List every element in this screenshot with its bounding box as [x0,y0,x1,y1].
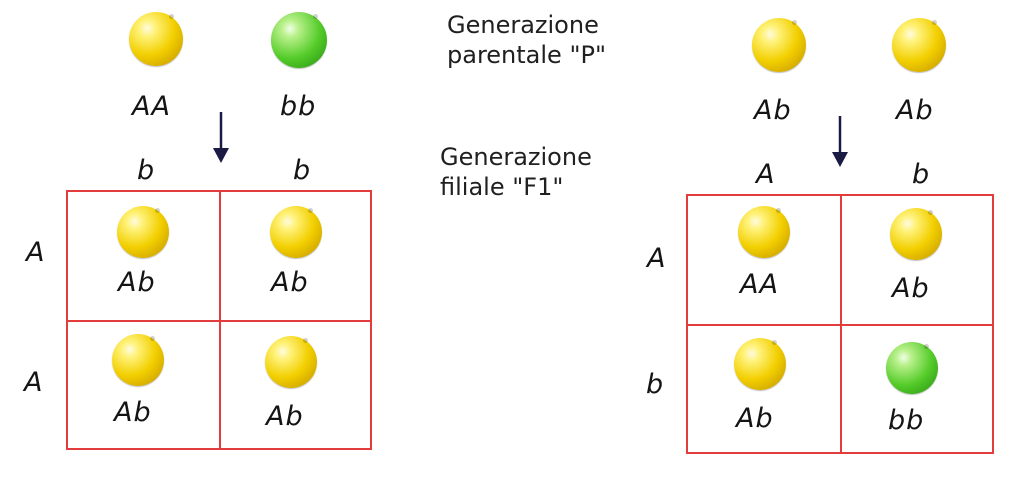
right-cell-4-genotype: bb [888,405,925,436]
left-column-gamete-2: b [293,155,312,186]
left-cell-3-genotype: Ab [114,397,152,428]
left-cell-4-genotype: Ab [266,401,304,432]
right-parent-2-pea-icon [892,18,946,72]
right-parent-1-genotype: Ab [754,95,792,126]
right-row-gamete-1: A [647,243,667,274]
left-punnett-square [66,190,372,450]
right-cell-3-genotype: Ab [736,403,774,434]
right-cell-4-pea-icon [886,342,938,394]
right-column-gamete-2: b [912,159,931,190]
left-cell-2-pea-icon [270,206,322,258]
right-cross-arrow-icon [832,116,848,167]
left-cross-arrow-icon [213,112,229,163]
left-parent-1-pea-icon [129,12,183,66]
right-cell-1-genotype: AA [740,269,779,300]
right-column-gamete-1: A [756,159,776,190]
left-parent-2-genotype: bb [280,91,317,122]
left-row-gamete-1: A [26,237,46,268]
left-parent-2-pea-icon [271,12,327,68]
right-row-gamete-2: b [646,369,665,400]
left-column-gamete-1: b [137,155,156,186]
left-cell-1-pea-icon [117,206,169,258]
parental-caption-line1: Generazione [447,11,599,39]
right-parent-1-pea-icon [752,18,806,72]
right-cell-3-pea-icon [734,338,786,390]
left-cell-4-pea-icon [265,336,317,388]
filial-caption-line1: Generazione [440,143,592,171]
right-parent-2-genotype: Ab [896,95,934,126]
right-punnett-square [686,194,994,454]
left-parent-1-genotype: AA [132,91,171,122]
left-cell-2-genotype: Ab [271,267,309,298]
right-cell-2-pea-icon [890,208,942,260]
left-cell-1-genotype: Ab [118,267,156,298]
left-cell-3-pea-icon [112,334,164,386]
left-row-gamete-2: A [24,367,44,398]
parental-caption-line2: parentale "P" [447,41,606,69]
filial-caption-line2: filiale "F1" [440,173,564,201]
right-cell-2-genotype: Ab [892,273,930,304]
parental-generation-caption: Generazione parentale "P" [447,10,606,70]
filial-generation-caption: Generazione filiale "F1" [440,142,592,202]
right-cell-1-pea-icon [738,206,790,258]
